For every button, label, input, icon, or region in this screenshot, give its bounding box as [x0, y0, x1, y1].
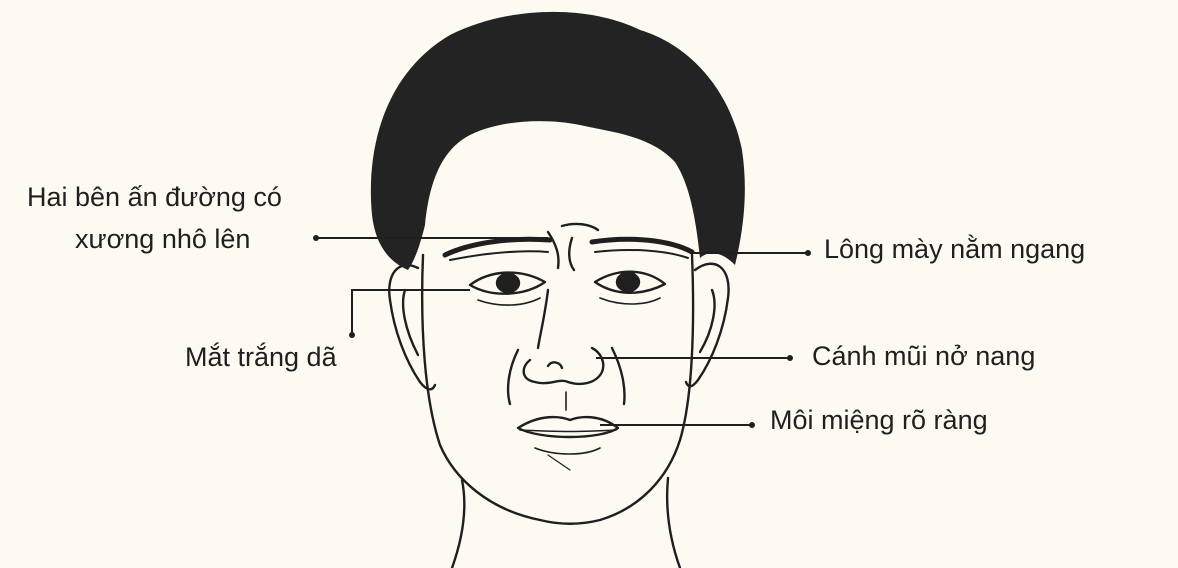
brow-ridge-right	[569, 238, 574, 270]
label-nose: Cánh mũi nở nang	[812, 343, 1035, 370]
mouth	[518, 417, 618, 437]
label-ridge-line2: xương nhô lên	[75, 226, 250, 253]
neck-left	[452, 480, 464, 568]
nasolabial-left	[508, 350, 518, 404]
left-ear	[389, 265, 435, 389]
label-eyebrows: Lông mày nằm ngang	[824, 236, 1085, 263]
nasolabial-right	[612, 348, 625, 404]
label-mouth: Môi miệng rõ ràng	[770, 407, 988, 434]
label-ridge-line1: Hai bên ấn đường có	[27, 184, 282, 211]
nose	[524, 348, 604, 384]
brow-ridge-left	[548, 232, 559, 268]
label-eyes: Mắt trắng dã	[185, 344, 337, 371]
leader-eyes	[352, 290, 470, 335]
hair	[371, 12, 745, 270]
neck-right	[667, 478, 680, 568]
